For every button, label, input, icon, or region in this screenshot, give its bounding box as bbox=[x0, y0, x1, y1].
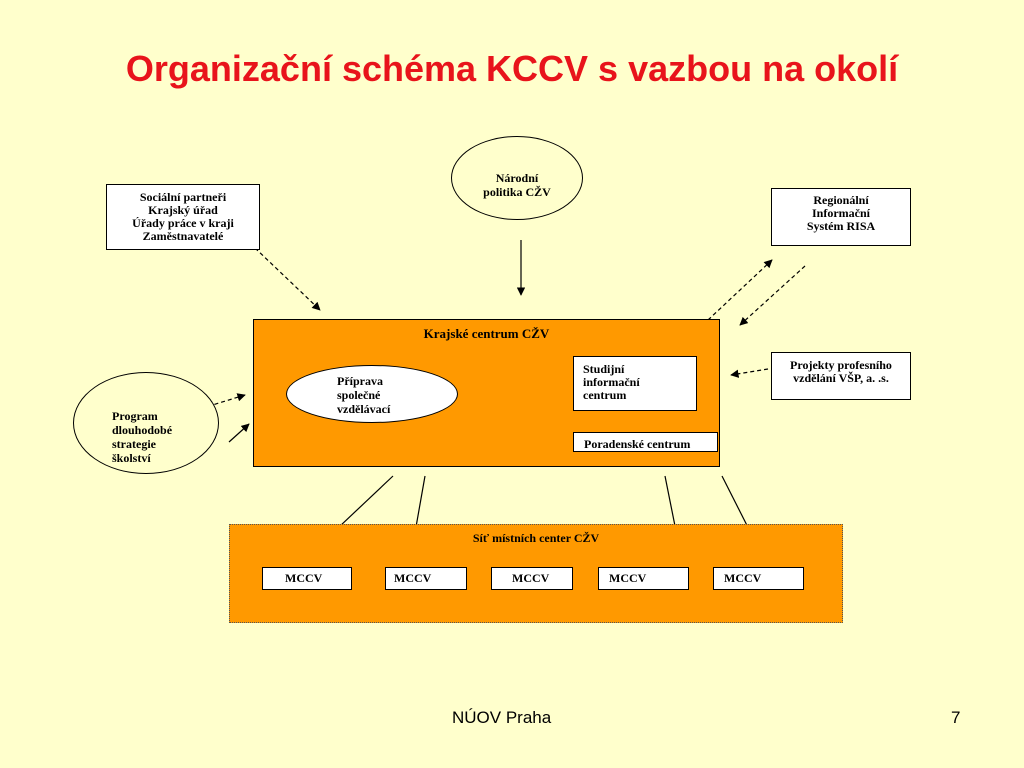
priprava-line-1: Příprava bbox=[337, 374, 383, 388]
regionalni-line-2: Informační bbox=[812, 206, 870, 220]
program-line-3: strategie bbox=[112, 437, 156, 451]
socialni-partneri-box: Sociální partneři Krajský úřad Úřady prá… bbox=[106, 184, 260, 250]
mccv-box-5: MCCV bbox=[713, 567, 804, 590]
studijni-line-2: informační bbox=[583, 375, 640, 389]
mccv-label: MCCV bbox=[724, 571, 762, 585]
regionalni-line-3: Systém RISA bbox=[806, 219, 876, 233]
program-line-1: Program bbox=[112, 409, 158, 423]
mccv-label: MCCV bbox=[609, 571, 647, 585]
program-line-2: dlouhodobé bbox=[112, 423, 173, 437]
socialni-line-4: Zaměstnavatelé bbox=[142, 229, 224, 243]
narodni-politika-ellipse: Národní politika CŽV bbox=[451, 136, 583, 220]
poradenske-centrum-box: Poradenské centrum bbox=[573, 432, 718, 452]
mccv-label: MCCV bbox=[394, 571, 432, 585]
projekty-line-1: Projekty profesního bbox=[790, 358, 892, 372]
program-line-4: školství bbox=[112, 451, 151, 465]
sit-label: Síť místních center CŽV bbox=[472, 531, 600, 545]
mccv-box-2: MCCV bbox=[385, 567, 467, 590]
mccv-label: MCCV bbox=[512, 571, 550, 585]
mccv-box-1: MCCV bbox=[262, 567, 352, 590]
krajske-centrum-label: Krajské centrum CŽV bbox=[423, 326, 550, 341]
narodni-line-1: Národní bbox=[495, 171, 539, 185]
priprava-ellipse: Příprava společné vzdělávací bbox=[286, 365, 458, 423]
priprava-line-3: vzdělávací bbox=[337, 402, 391, 416]
arrow-socialni-to-krajske bbox=[254, 247, 321, 311]
footer-organization: NÚOV Praha bbox=[452, 708, 552, 727]
arrow-krajske-to-regionalni bbox=[707, 259, 773, 321]
priprava-line-2: společné bbox=[337, 388, 381, 402]
regionalni-informacni-box: Regionální Informační Systém RISA bbox=[771, 188, 911, 246]
studijni-line-3: centrum bbox=[583, 388, 627, 402]
socialni-line-1: Sociální partneři bbox=[139, 190, 227, 204]
regionalni-line-1: Regionální bbox=[813, 193, 869, 207]
mccv-box-3: MCCV bbox=[491, 567, 573, 590]
socialni-line-2: Krajský úřad bbox=[148, 203, 218, 217]
narodni-line-2: politika CŽV bbox=[483, 185, 551, 199]
poradenske-label: Poradenské centrum bbox=[584, 437, 691, 451]
arrow-projekty-to-krajske bbox=[730, 368, 769, 378]
arrow-program-to-krajske bbox=[228, 423, 250, 443]
studijni-centrum-box: Studijní informační centrum bbox=[573, 356, 697, 411]
projekty-line-2: vzdělání VŠP, a. .s. bbox=[793, 371, 889, 385]
slide-title: Organizační schéma KCCV s vazbou na okol… bbox=[125, 48, 899, 89]
program-ellipse: Program dlouhodobé strategie školství bbox=[73, 372, 219, 474]
mccv-box-4: MCCV bbox=[598, 567, 689, 590]
projekty-box: Projekty profesního vzdělání VŠP, a. .s. bbox=[771, 352, 911, 400]
socialni-line-3: Úřady práce v kraji bbox=[132, 216, 234, 230]
mccv-label: MCCV bbox=[285, 571, 323, 585]
page-number: 7 bbox=[951, 708, 961, 727]
arrow-regionalni-to-krajske bbox=[739, 265, 806, 326]
studijni-line-1: Studijní bbox=[583, 362, 625, 376]
